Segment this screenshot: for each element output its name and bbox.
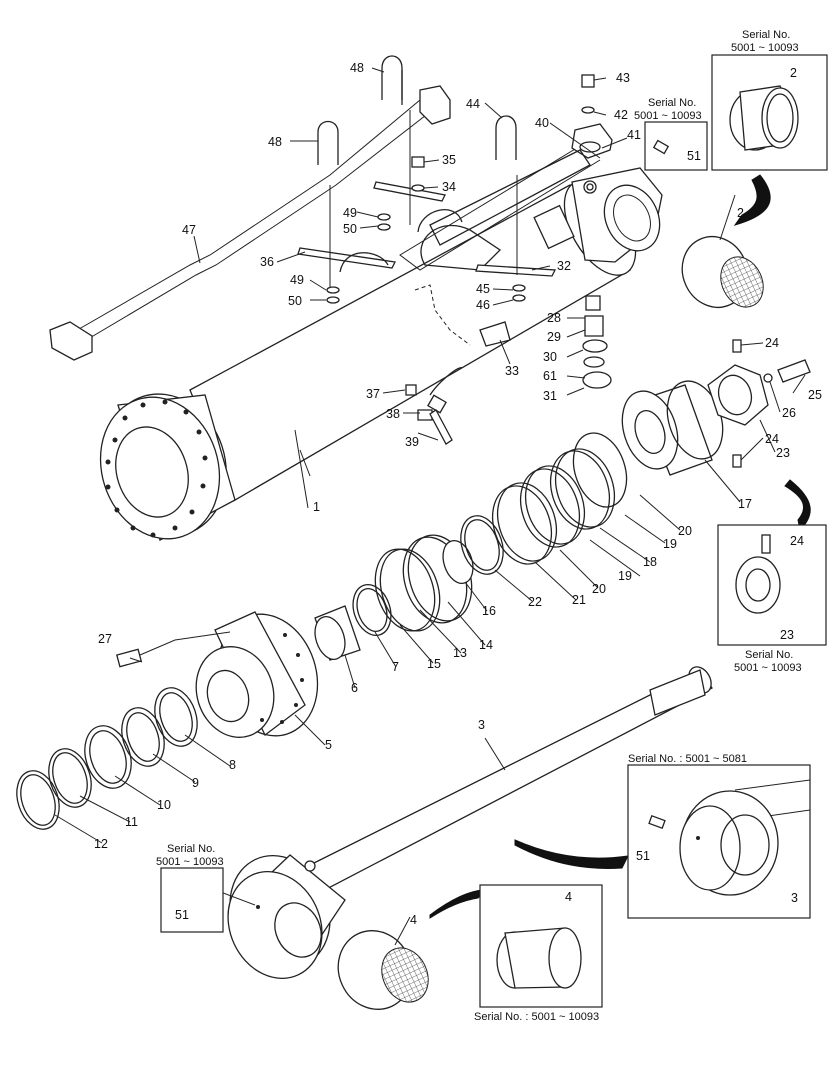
label-23: 23 (776, 446, 790, 460)
label-39: 39 (405, 435, 419, 449)
serial-notes: Serial No. 5001 ~ 10093 Serial No. 5001 … (156, 29, 802, 1023)
label-28: 28 (547, 311, 561, 325)
label-26: 26 (782, 406, 796, 420)
serial-grease-line2: 5001 ~ 10093 (634, 110, 702, 122)
label-8: 8 (229, 758, 236, 772)
serial-left-line2: 5001 ~ 10093 (156, 856, 224, 868)
rod-gland (195, 611, 319, 738)
label-48b: 48 (268, 135, 282, 149)
piston-nut (707, 339, 811, 468)
label-4-inset: 4 (565, 890, 572, 904)
label-23-inset: 23 (780, 628, 794, 642)
label-45: 45 (476, 282, 490, 296)
label-61: 61 (543, 369, 557, 383)
part-labels: 1 2 2 3 3 4 4 5 6 7 8 9 10 11 12 13 14 1… (94, 61, 822, 927)
label-41: 41 (627, 128, 641, 142)
label-20b: 20 (592, 582, 606, 596)
label-50a: 50 (343, 222, 357, 236)
label-44: 44 (466, 97, 480, 111)
label-4: 4 (410, 913, 417, 927)
label-15: 15 (427, 657, 441, 671)
tube-bushing (681, 236, 764, 308)
serial-topright-line2: 5001 ~ 10093 (731, 42, 799, 54)
bushing-6 (314, 605, 361, 661)
label-30: 30 (543, 350, 557, 364)
label-35: 35 (442, 153, 456, 167)
label-49a: 49 (343, 206, 357, 220)
inset-bushing-2 (711, 54, 828, 171)
gland-seals (16, 687, 198, 830)
label-11: 11 (125, 815, 138, 829)
serial-topright-line1: Serial No. (742, 29, 790, 41)
serial-bushing: Serial No. : 5001 ~ 10093 (474, 1011, 599, 1023)
label-48a: 48 (350, 61, 364, 75)
label-32: 32 (557, 259, 571, 273)
label-37: 37 (366, 387, 380, 401)
label-14: 14 (479, 638, 493, 652)
label-24-inset: 24 (790, 534, 804, 548)
label-24a: 24 (765, 336, 779, 350)
label-19a: 19 (663, 537, 677, 551)
label-49b: 49 (290, 273, 304, 287)
serial-grease-line1: Serial No. (648, 97, 696, 109)
inset-bushing-4 (479, 884, 603, 1008)
label-51-left: 51 (175, 908, 189, 922)
small-hardware (326, 74, 612, 445)
label-16: 16 (482, 604, 496, 618)
label-40: 40 (535, 116, 549, 130)
inset-grease-nipple-left (160, 867, 224, 933)
u-bolts (317, 55, 518, 290)
label-17: 17 (738, 497, 752, 511)
serial-nut-line1: Serial No. (745, 649, 793, 661)
serial-left-line1: Serial No. (167, 843, 215, 855)
serial-nut-line2: 5001 ~ 10093 (734, 662, 802, 674)
label-51-rodend: 51 (636, 849, 650, 863)
label-2-inset: 2 (790, 66, 797, 80)
serial-rod-end: Serial No. : 5001 ~ 5081 (628, 753, 747, 765)
label-42: 42 (614, 108, 628, 122)
label-38: 38 (386, 407, 400, 421)
label-7: 7 (392, 660, 399, 674)
label-24b: 24 (765, 432, 779, 446)
label-36: 36 (260, 255, 274, 269)
label-3: 3 (478, 718, 485, 732)
label-31: 31 (543, 389, 557, 403)
piston-seals (352, 432, 628, 636)
label-25: 25 (808, 388, 822, 402)
label-34: 34 (442, 180, 456, 194)
hydraulic-pipe (49, 85, 613, 361)
label-50b: 50 (288, 294, 302, 308)
label-21: 21 (572, 593, 586, 607)
label-12: 12 (94, 837, 108, 851)
label-1: 1 (313, 500, 320, 514)
label-10: 10 (157, 798, 171, 812)
rod-bushing (337, 930, 429, 1010)
label-29: 29 (547, 330, 561, 344)
inset-nut (717, 524, 827, 646)
label-47: 47 (182, 223, 196, 237)
label-22: 22 (528, 595, 542, 609)
leader-lines (54, 67, 806, 946)
label-43: 43 (616, 71, 630, 85)
inset-grease-nipple-top (644, 121, 708, 171)
label-51-top: 51 (687, 149, 701, 163)
inset-arrows (429, 174, 811, 919)
label-9: 9 (192, 776, 199, 790)
label-5: 5 (325, 738, 332, 752)
label-27: 27 (98, 632, 112, 646)
piston-rod (227, 666, 713, 980)
label-18: 18 (643, 555, 657, 569)
inset-rod-end (627, 764, 811, 919)
gland-screw (116, 631, 231, 668)
label-20a: 20 (678, 524, 692, 538)
label-46: 46 (476, 298, 490, 312)
label-19b: 19 (618, 569, 632, 583)
label-6: 6 (351, 681, 358, 695)
label-2: 2 (737, 206, 744, 220)
label-33: 33 (505, 364, 519, 378)
label-3-inset: 3 (791, 891, 798, 905)
cylinder-tube (99, 167, 663, 541)
label-13: 13 (453, 646, 467, 660)
